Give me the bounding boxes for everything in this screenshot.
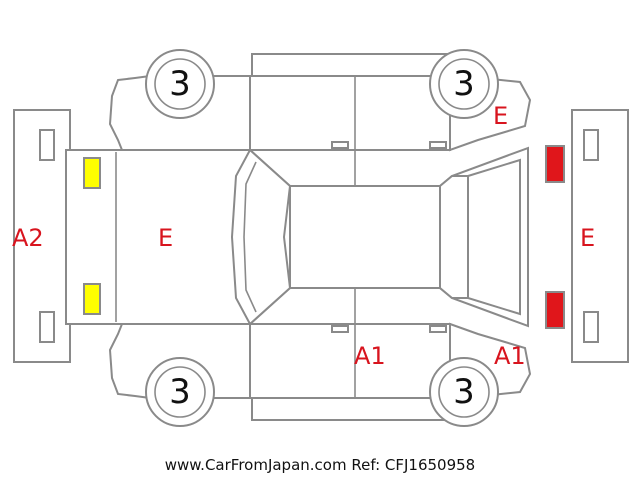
front-right-lamp (83, 283, 101, 315)
footer-reference: www.CarFromJapan.com Ref: CFJ1650958 (164, 456, 476, 474)
roof-rail-bottom (251, 397, 453, 421)
hood-damage-label: E (158, 224, 174, 252)
rear-right-lamp (545, 291, 565, 329)
rear-fender-bottom-damage-label: A1 (494, 342, 526, 370)
front-bumper-damage-label: A2 (12, 224, 44, 252)
wheel-rear-left-grade: 3 (453, 64, 475, 104)
wheel-rear-right-grade: 3 (453, 372, 475, 412)
rear-bumper (571, 109, 629, 363)
front-left-lamp (83, 157, 101, 189)
roof-rail-top (251, 53, 453, 77)
wheel-front-left-grade: 3 (169, 64, 191, 104)
wheel-front-left (145, 49, 215, 119)
rear-door-damage-label: A1 (354, 342, 386, 370)
wheel-front-right (145, 357, 215, 427)
wheel-rear-left (429, 49, 499, 119)
front-bumper (13, 109, 71, 363)
rear-bumper-damage-label: E (580, 224, 596, 252)
top-view-body (65, 146, 529, 328)
wheel-front-right-grade: 3 (169, 372, 191, 412)
rear-left-lamp (545, 145, 565, 183)
rear-fender-top-damage-label: E (493, 102, 509, 130)
wheel-rear-right (429, 357, 499, 427)
